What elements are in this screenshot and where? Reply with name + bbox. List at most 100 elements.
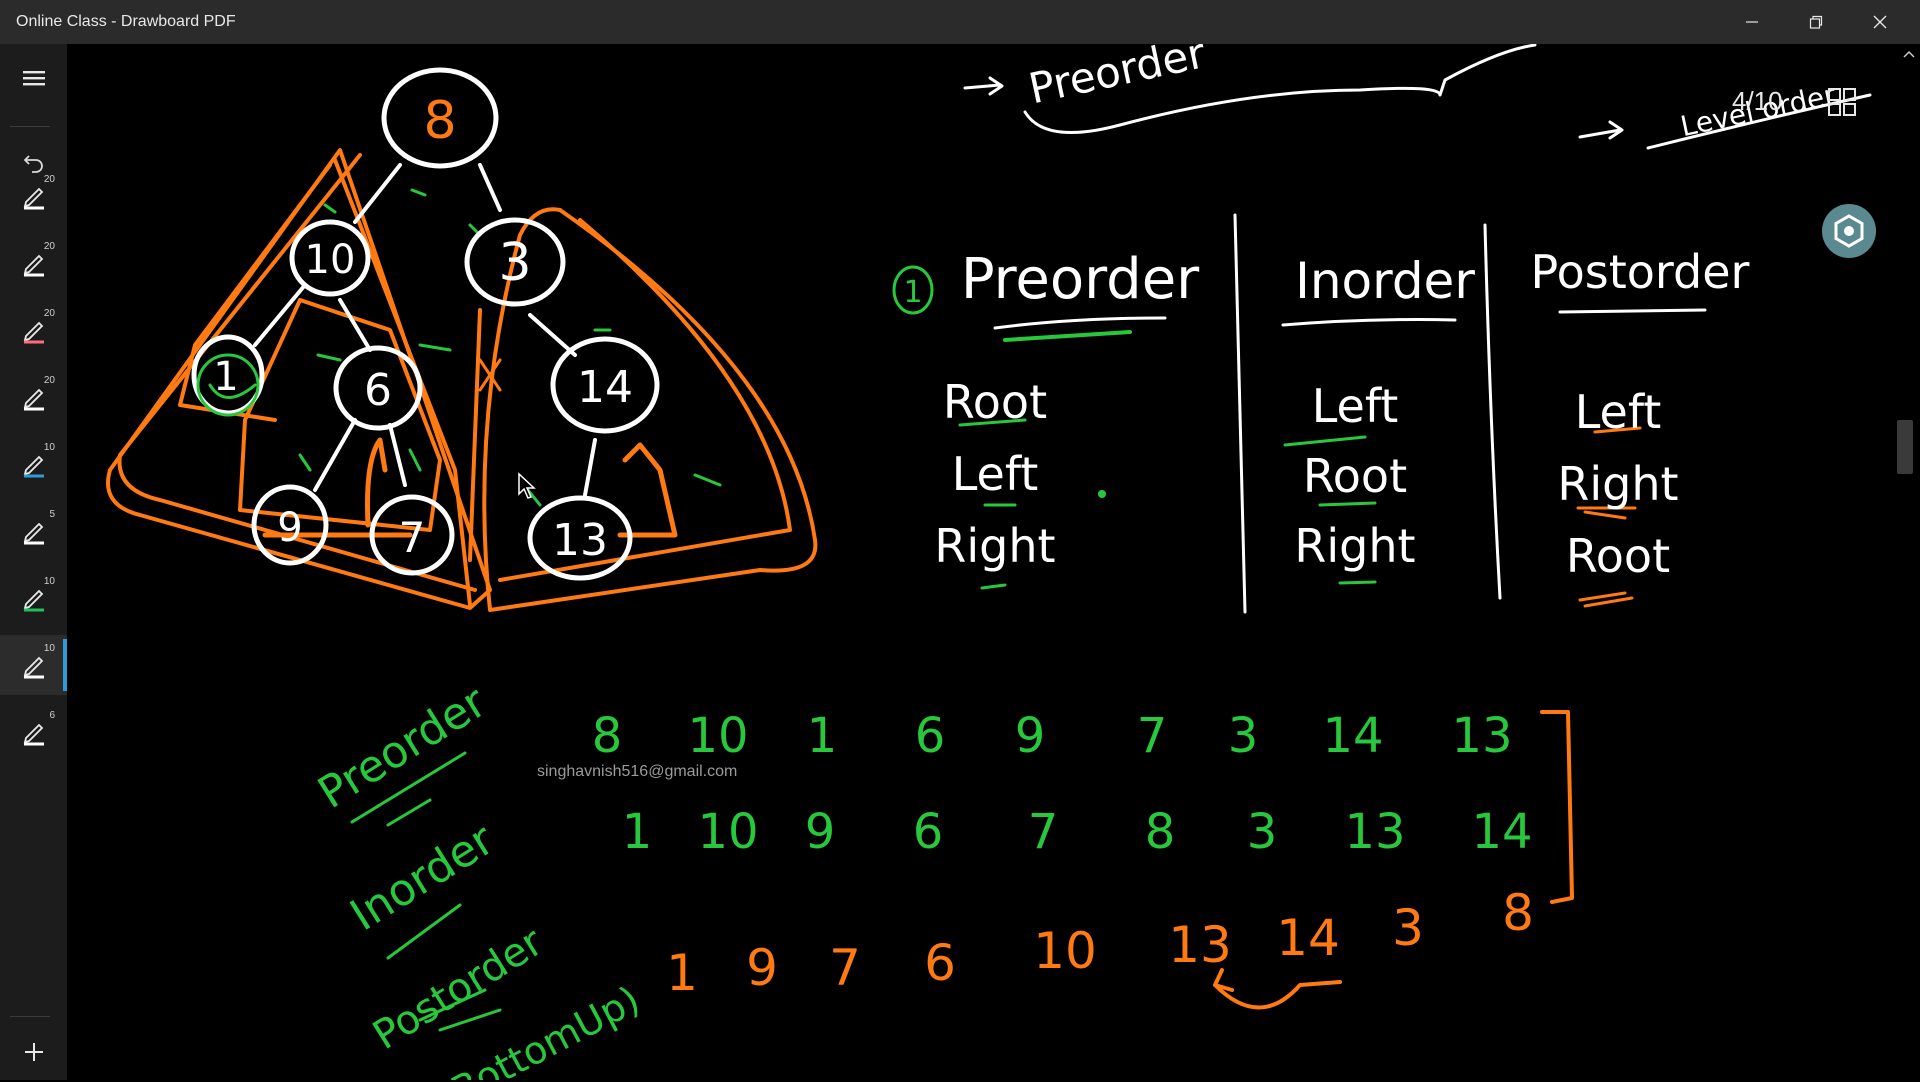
pen-tool-3[interactable]: 20 [0,300,67,360]
pen-tool-2[interactable]: 20 [0,233,67,293]
tree-node-14: 14 [577,362,633,413]
watermark-email: singhavnish516@gmail.com [537,763,738,780]
active-tool-indicator [63,639,67,691]
close-button[interactable] [1848,0,1912,44]
hamburger-icon [22,71,45,86]
pen-tool-7[interactable]: 10 [0,568,67,628]
white-stroke [963,76,1004,96]
pen-tool-1[interactable]: 20 [0,166,67,226]
postorder-rule-left: Left [1575,385,1662,439]
pen-size-label: 10 [43,442,55,453]
plus-icon [24,1043,43,1061]
page-counter[interactable]: 4/10 [1732,86,1783,116]
scrollbar-thumb[interactable] [1897,420,1913,474]
target-icon [1834,214,1864,248]
header-postorder: Postorder [1531,245,1750,299]
top-note-preorder: Preorder [1024,44,1210,113]
preorder-seq-5: 9 [1015,708,1046,764]
header-preorder: Preorder [961,247,1200,312]
pen-size-label: 5 [49,509,55,520]
inorder-seq-6: 8 [1145,804,1176,860]
vertical-scrollbar[interactable] [1898,44,1920,1080]
scroll-up-icon [1903,50,1915,58]
pen-tool-5[interactable]: 10 [0,434,67,494]
orange-stroke [468,308,482,562]
floating-action-button[interactable] [1822,204,1876,258]
bullet-circle [892,265,934,315]
green-dot [1098,490,1106,498]
pen-icon [23,522,44,545]
pen-icon [23,656,44,679]
orange-stroke [478,358,502,392]
white-stroke [1233,213,1502,614]
pen-icon [23,455,44,478]
orange-stroke [498,218,792,582]
white-stroke [1578,120,1624,140]
preorder-seq-9: 13 [1451,708,1512,764]
restore-icon [1809,15,1823,29]
pen-icon [23,388,44,411]
postorder-seq-1: 1 [666,944,698,1002]
pen-icon [23,589,44,612]
orange-stroke [365,437,388,528]
green-stroke [208,188,722,507]
pen-icon [23,254,44,277]
inorder-seq-2: 10 [697,804,758,860]
inorder-seq-3: 9 [805,804,836,860]
pen-tool-9[interactable]: 6 [0,702,67,762]
add-tool-button[interactable] [0,1022,67,1082]
tree-node-circle [381,67,499,169]
green-stroke [1003,330,1132,342]
tree-node-7: 7 [399,513,426,562]
preorder-seq-1: 8 [592,708,623,764]
menu-button[interactable] [0,48,67,108]
white-stroke [1540,710,1574,904]
green-node-ring [196,353,260,417]
restore-button[interactable] [1784,0,1848,44]
white-stroke [993,308,1707,330]
inorder-seq-5: 7 [1028,804,1059,860]
bullet-number: 1 [903,275,922,310]
row-label-inorder: Inorder [342,814,504,942]
undo-icon [23,155,43,173]
preorder-rule-right: Right [934,519,1055,573]
preorder-rule-left: Left [952,447,1039,501]
green-stroke [350,751,502,1032]
preorder-seq-7: 3 [1228,708,1259,764]
inorder-seq-9: 14 [1471,804,1532,860]
inorder-seq-4: 6 [913,804,944,860]
page-grid-button[interactable] [1826,86,1858,118]
tree-node-10: 10 [305,237,356,283]
undo-button[interactable] [0,132,67,192]
postorder-seq-8: 3 [1392,899,1424,957]
row-label-preorder: Preorder [309,676,496,819]
tree-node-8: 8 [423,91,456,151]
tree-node-circle [191,334,265,416]
minimize-button[interactable] [1720,0,1784,44]
orange-stroke [178,163,332,422]
preorder-seq-6: 7 [1137,708,1168,764]
postorder-seq-3: 7 [829,939,861,997]
inorder-seq-8: 13 [1344,804,1405,860]
pen-size-label: 20 [43,241,55,252]
postorder-seq-6: 13 [1168,916,1232,974]
white-stroke [1646,93,1872,150]
orange-stroke [1576,426,1642,608]
sidebar-divider [10,1016,50,1017]
pen-icon [23,321,44,344]
window-title: Online Class - Drawboard PDF [16,13,236,30]
pen-tool-6[interactable]: 5 [0,501,67,561]
tree-edge [253,163,597,497]
pen-tool-8[interactable]: 10 [0,635,67,695]
tree-node-13: 13 [552,515,608,566]
tree-node-circle [550,336,660,434]
white-stroke [1023,44,1537,135]
tree-node-circle [289,219,371,297]
orange-stroke [117,153,477,592]
pen-size-label: 20 [43,375,55,386]
postorder-seq-5: 10 [1033,922,1097,980]
orange-stroke [617,442,678,538]
preorder-seq-8: 14 [1322,708,1383,764]
pen-tool-4[interactable]: 20 [0,367,67,427]
